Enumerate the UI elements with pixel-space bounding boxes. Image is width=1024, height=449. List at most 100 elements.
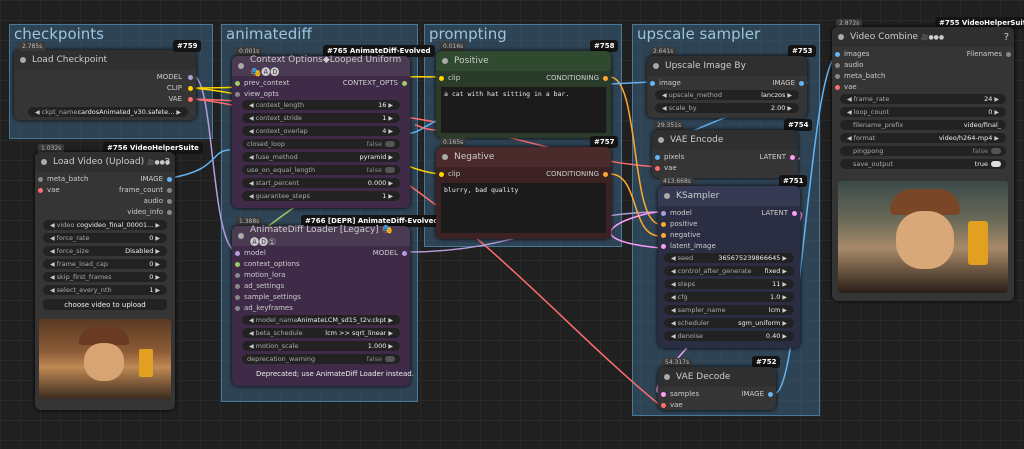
socket-audio[interactable] [167,199,172,204]
arrow-icon[interactable]: ◀ [249,179,254,187]
socket-negative[interactable] [661,233,666,238]
arrow-icon[interactable]: ◀ [847,134,852,142]
arrow-icon[interactable]: ◀ [50,221,55,229]
arrow-icon[interactable]: ◀ [50,260,55,268]
arrow-icon[interactable]: ▶ [994,95,999,103]
socket-model[interactable] [661,211,666,216]
socket-context-options[interactable] [235,262,240,267]
node-load-video[interactable]: Load Video (Upload) 🎥●●●? meta_batch vae… [35,152,175,410]
node-header[interactable]: Load Checkpoint [14,50,196,70]
arrow-icon[interactable]: ▶ [388,316,393,324]
node-header[interactable]: Upscale Image By [647,56,807,76]
arrow-icon[interactable]: ▶ [155,273,160,281]
socket-context-opts[interactable] [402,81,407,86]
arrow-icon[interactable]: ▶ [155,234,160,242]
arrow-icon[interactable]: ▶ [782,267,787,275]
node-header[interactable]: Context Options◆Looped Uniform 🎭🅐🅓 [232,55,410,78]
socket-vae[interactable] [188,97,193,102]
socket-video-info[interactable] [167,210,172,215]
socket-frame-count[interactable] [167,188,172,193]
node-positive-prompt[interactable]: Positive clip CONDITIONING a cat with ha… [436,51,611,138]
socket-image[interactable] [167,177,172,182]
node-animatediff-loader[interactable]: AnimateDiff Loader [Legacy] 🎭🅐🅓① model c… [232,225,414,386]
socket-positive[interactable] [661,222,666,227]
arrow-icon[interactable]: ◀ [50,286,55,294]
socket-meta-batch[interactable] [835,74,840,79]
socket-ad-keyframes[interactable] [235,306,240,311]
node-header[interactable]: Video Combine 🎥●●●? [832,27,1014,47]
socket-latent-out[interactable] [792,211,797,216]
arrow-icon[interactable]: ▶ [787,91,792,99]
node-header[interactable]: Negative [436,147,611,167]
upload-video-button[interactable]: choose video to upload [43,299,167,310]
arrow-icon[interactable]: ◀ [671,293,676,301]
positive-prompt-textarea[interactable]: a cat with hat sitting in a bar. [441,87,606,133]
negative-prompt-textarea[interactable]: blurry, bad quality [441,183,606,233]
node-header[interactable]: Positive [436,51,611,71]
node-header[interactable]: VAE Decode [658,367,776,387]
collapse-dot-icon[interactable] [238,233,244,239]
socket-model[interactable] [188,75,193,80]
arrow-icon[interactable]: ◀ [671,267,676,275]
socket-conditioning[interactable] [603,172,608,177]
collapse-dot-icon[interactable] [653,63,659,69]
arrow-icon[interactable]: ◀ [249,127,254,135]
arrow-icon[interactable]: ▶ [994,108,999,116]
arrow-icon[interactable]: ◀ [671,319,676,327]
arrow-icon[interactable]: ▶ [388,114,393,122]
arrow-icon[interactable]: ◀ [249,316,254,324]
arrow-icon[interactable]: ◀ [249,114,254,122]
arrow-icon[interactable]: ◀ [50,234,55,242]
node-upscale-image-by[interactable]: Upscale Image By image IMAGE ◀upscale_me… [647,56,807,118]
arrow-icon[interactable]: ▶ [782,293,787,301]
node-header[interactable]: VAE Encode [652,130,798,150]
arrow-icon[interactable]: ◀ [249,101,254,109]
arrow-icon[interactable]: ▶ [155,247,160,255]
socket-clip[interactable] [439,76,444,81]
node-header[interactable]: Load Video (Upload) 🎥●●●? [35,152,175,172]
arrow-icon[interactable]: ◀ [249,342,254,350]
arrow-icon[interactable]: ▶ [388,179,393,187]
collapse-dot-icon[interactable] [664,193,670,199]
node-vae-encode[interactable]: VAE Encode pixels vae LATENT [652,130,798,178]
socket-vae[interactable] [835,85,840,90]
arrow-icon[interactable]: ▶ [388,153,393,161]
socket-ad-settings[interactable] [235,284,240,289]
arrow-icon[interactable]: ▶ [155,260,160,268]
node-video-combine[interactable]: Video Combine 🎥●●●? images audio meta_ba… [832,27,1014,301]
arrow-icon[interactable]: ▶ [787,104,792,112]
socket-prev-context[interactable] [235,81,240,86]
arrow-icon[interactable]: ◀ [671,306,676,314]
socket-latent[interactable] [790,155,795,160]
arrow-icon[interactable]: ◀ [671,280,676,288]
collapse-dot-icon[interactable] [838,34,844,40]
socket-conditioning[interactable] [603,76,608,81]
arrow-icon[interactable]: ◀ [671,254,676,262]
arrow-icon[interactable]: ▶ [155,286,160,294]
help-icon[interactable]: ? [1003,31,1009,43]
socket-vae[interactable] [655,166,660,171]
socket-vae[interactable] [38,188,43,193]
arrow-icon[interactable]: ▶ [782,319,787,327]
node-vae-decode[interactable]: VAE Decode samples vae IMAGE [658,367,776,410]
